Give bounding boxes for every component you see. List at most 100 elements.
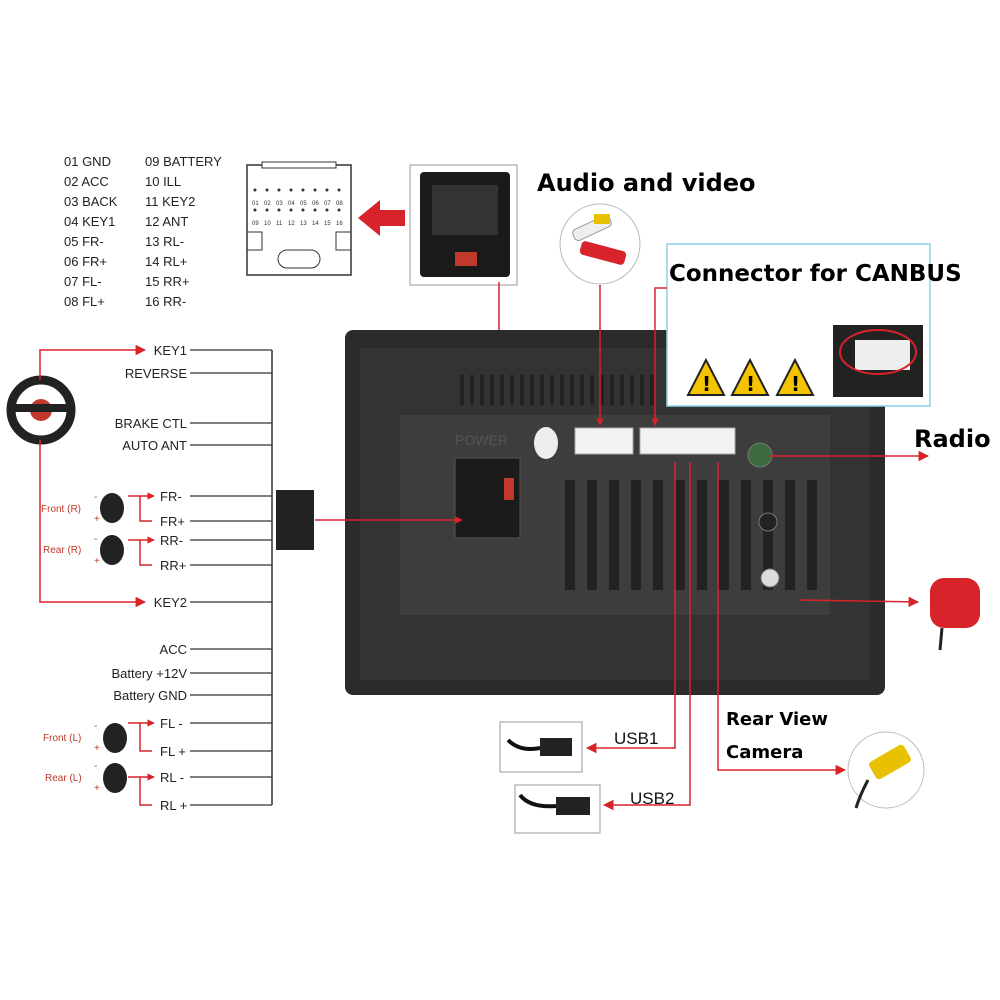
- pin-dot: [265, 188, 269, 192]
- svg-text:!: !: [791, 372, 800, 396]
- svg-text:Rear (R): Rear (R): [43, 545, 81, 556]
- wire-label-key1: KEY1: [154, 343, 187, 358]
- svg-text:+: +: [94, 743, 100, 754]
- usb2-label: USB2: [630, 789, 674, 808]
- usb-cable-icon: [514, 784, 601, 834]
- pin-label: 01 GND: [64, 154, 111, 169]
- vent-slot: [697, 480, 707, 590]
- vent-slot: [675, 480, 685, 590]
- vent-slot: [620, 375, 624, 405]
- pin-dot: [313, 208, 317, 212]
- wire-label-battery-gnd: Battery GND: [113, 688, 187, 703]
- wire-label-fl-minus: FL -: [160, 716, 183, 731]
- gps-antenna-icon: [930, 578, 980, 651]
- pin-dot: [325, 188, 329, 192]
- vent-slot: [460, 375, 464, 405]
- warning-icon: !: [686, 357, 726, 396]
- vent-slot: [719, 480, 729, 590]
- speaker-icon: [100, 493, 124, 523]
- vent-slot: [580, 375, 584, 405]
- speaker-wire: [128, 722, 152, 752]
- wire-label-auto-ant: AUTO ANT: [122, 438, 187, 453]
- usb1-label: USB1: [614, 729, 658, 748]
- vent-slot: [640, 375, 644, 405]
- vent-slot: [807, 480, 817, 590]
- rear-view-label-1: Rear View: [726, 709, 828, 730]
- vent-slot: [653, 480, 663, 590]
- vent-slot: [631, 480, 641, 590]
- vent-slot: [550, 375, 554, 405]
- pin-label: 13 RL-: [145, 234, 184, 249]
- pin-label: 08 FL+: [64, 294, 105, 309]
- speaker-icon: [103, 763, 127, 793]
- svg-text:+: +: [94, 783, 100, 794]
- connector-photo: [409, 164, 518, 286]
- pin-label: 03 BACK: [64, 194, 118, 209]
- svg-text:-: -: [94, 492, 97, 503]
- wire-label-battery12: Battery +12V: [111, 666, 187, 681]
- pin-label: 14 RL+: [145, 254, 187, 269]
- vent-slot: [540, 375, 544, 405]
- speaker-icon: [103, 723, 127, 753]
- svg-text:+: +: [94, 514, 100, 525]
- pin-label: 05 FR-: [64, 234, 104, 249]
- pin-dot: [277, 208, 281, 212]
- vent-slot: [510, 375, 514, 405]
- svg-text:!: !: [702, 372, 711, 396]
- pin-label: 07 FL-: [64, 274, 102, 289]
- speaker-wire: [128, 539, 152, 566]
- harness-plug: [276, 490, 314, 550]
- canbus-callout: Connector for CANBUS ! ! !: [666, 243, 962, 407]
- pin-dot: [253, 188, 257, 192]
- pin-dot: [313, 188, 317, 192]
- head-unit-back: POWER: [345, 330, 885, 695]
- vent-slot: [650, 375, 654, 405]
- pin-label: 04 KEY1: [64, 214, 115, 229]
- left-arrow-icon: [358, 200, 405, 236]
- pin-dot: [337, 188, 341, 192]
- wire-label-fl-plus: FL +: [160, 744, 186, 759]
- pin-dot: [337, 208, 341, 212]
- speaker-icon: [100, 535, 124, 565]
- rear-view-label-2: Camera: [726, 742, 803, 763]
- speaker-rear-left: Rear (L) - +: [45, 761, 127, 794]
- power-label: POWER: [455, 432, 508, 448]
- svg-text:-: -: [94, 721, 97, 732]
- pin-label: 09 BATTERY: [145, 154, 222, 169]
- svg-text:+: +: [94, 556, 100, 567]
- pin-label: 06 FR+: [64, 254, 107, 269]
- vent-slot: [590, 375, 594, 405]
- speaker-wire: [128, 776, 152, 806]
- vent-slot: [500, 375, 504, 405]
- speaker-front-right: Front (R) - +: [41, 492, 124, 525]
- radio-label: Radio: [914, 425, 991, 453]
- canbus-label: Connector for CANBUS: [669, 261, 962, 287]
- pin-label: 11 KEY2: [145, 194, 195, 209]
- pin-dot: [277, 188, 281, 192]
- svg-text:Front (L): Front (L): [43, 733, 81, 744]
- wire-label-brake: BRAKE CTL: [115, 416, 187, 431]
- vent-slot: [600, 375, 604, 405]
- pin-dot: [301, 188, 305, 192]
- svg-text:-: -: [94, 534, 97, 545]
- usb-cable-icon: [499, 721, 583, 773]
- vent-slot: [587, 480, 597, 590]
- pin-dot: [289, 188, 293, 192]
- steering-wheel-icon: [6, 375, 76, 445]
- wire-label-rl-minus: RL -: [160, 770, 184, 785]
- wire-label-rr-minus: RR-: [160, 533, 183, 548]
- svg-text:-: -: [94, 761, 97, 772]
- wire-label-fr-minus: FR-: [160, 489, 182, 504]
- warning-icon: !: [730, 357, 770, 396]
- vent-slot: [630, 375, 634, 405]
- wire-label-acc: ACC: [160, 642, 187, 657]
- vent-slot: [763, 480, 773, 590]
- svg-text:!: !: [746, 372, 755, 396]
- vent-slot: [470, 375, 474, 405]
- pinout-list: 01 GND 02 ACC 03 BACK 04 KEY1 05 FR- 06 …: [64, 154, 222, 309]
- rca-plugs-icon: [559, 203, 641, 285]
- wire-label-rr-plus: RR+: [160, 558, 186, 573]
